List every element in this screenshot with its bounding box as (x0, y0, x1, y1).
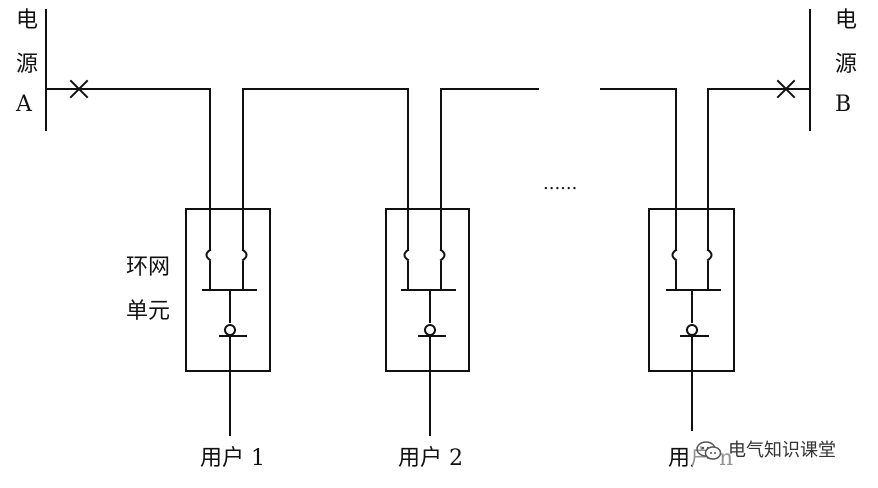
user-1-label: 用户 1 (200, 446, 265, 471)
watermark-text: 电气知识课堂 (728, 440, 836, 461)
unit-1-box (185, 208, 271, 372)
feeder-unitn-to-b (707, 88, 811, 214)
source-a-char-2: 源 (16, 52, 39, 77)
unit-1-switches (202, 208, 257, 373)
source-b-char-2: 源 (835, 52, 858, 77)
source-a-label: 电 源 A (16, 10, 40, 116)
source-b-char-1: 电 (835, 8, 858, 33)
unit-2-switches (401, 208, 456, 373)
wechat-logo-icon (696, 441, 722, 460)
source-b-label: 电 源 B (835, 10, 859, 116)
unit-2-box (385, 208, 470, 372)
ring-unit-label-line1: 环网 (126, 255, 171, 280)
source-a-char-1: 电 (16, 8, 39, 33)
source-b-letter: B (835, 92, 852, 117)
ring-unit-label-line2: 单元 (126, 299, 171, 324)
feeder-gap-to-unitn (600, 88, 677, 214)
watermark: 电气知识课堂 (692, 436, 840, 466)
unit-n-switches (666, 208, 721, 373)
source-a-letter: A (16, 92, 32, 117)
user-2-label: 用户 2 (398, 446, 463, 471)
feeder-unit1-to-unit2 (242, 88, 409, 214)
continuation-ellipsis: ...... (543, 173, 578, 194)
feeder-unit2-to-gap (440, 88, 539, 214)
feeder-a-to-unit1 (45, 88, 211, 214)
